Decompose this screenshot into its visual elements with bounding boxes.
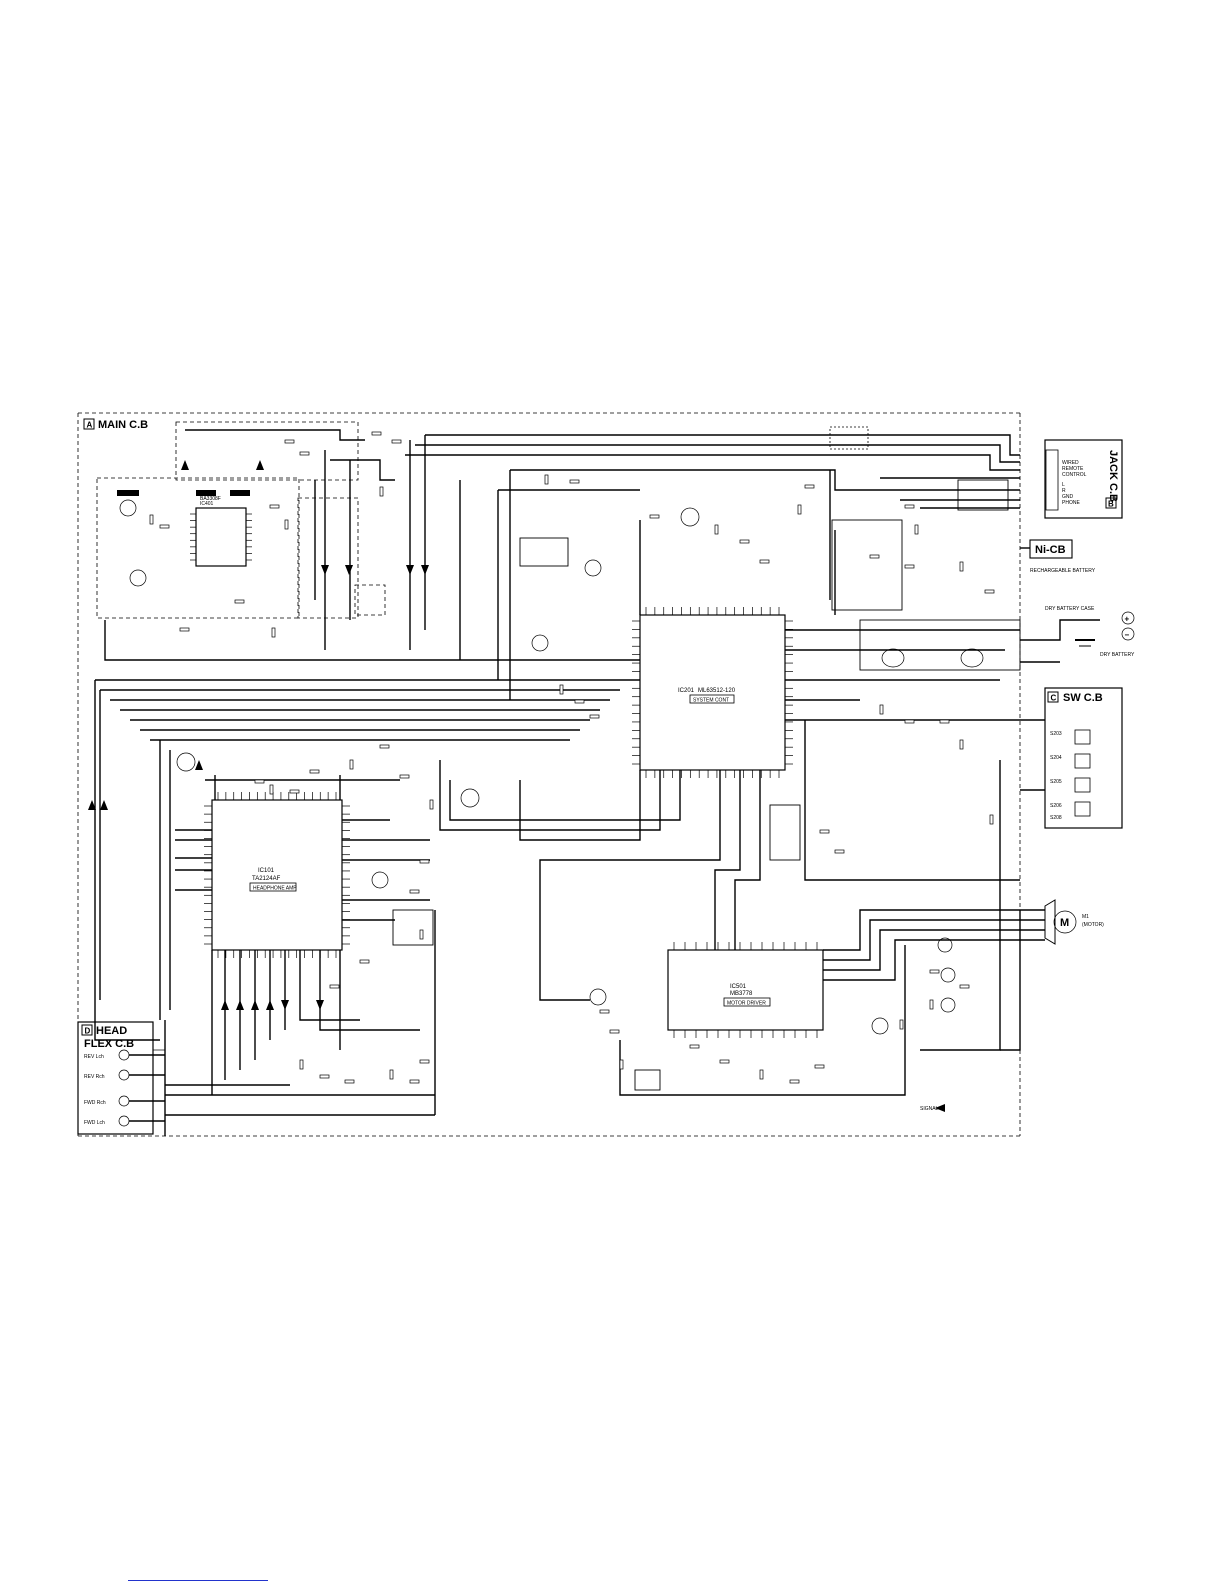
preamp-section [96,421,386,619]
main-board-title: MAIN C.B [98,419,148,431]
jack-pin-5: R [1062,488,1066,494]
main-board-letter: A [87,421,93,430]
ni-board: Ni-CB RECHARGEABLE BATTERY [1020,539,1096,574]
head-port-rev-r: REV Rch [84,1074,105,1080]
battery-caption: DRY BATTERY [1100,652,1135,658]
head-port-rev-l: REV Lch [84,1054,104,1060]
signal-arrows [88,460,945,1112]
ic201-tag: SYSTEM CONT [693,698,729,704]
jack-pin-1: WIRED [1062,460,1079,466]
wiring [94,429,1045,1136]
main-board-label: A MAIN C.B [83,418,148,431]
ic501-tag: MOTOR DRIVER [727,1001,766,1007]
battery-plus: + [1125,615,1130,624]
head-board-subtitle: FLEX C.B [84,1038,134,1050]
motor-caption: (MOTOR) [1082,922,1104,928]
motor-symbol: M [1060,917,1069,929]
signal-label: SIGNAL [920,1106,939,1112]
ic101-ref: IC101 [258,868,275,874]
jack-board-letter: B [1108,500,1114,509]
jack-board: JACK C.B B WIRED REMOTE CONTROL L R GND … [1044,439,1123,519]
ni-board-title: Ni-CB [1035,544,1066,556]
ic101-tag: HEADPHONE AMP [253,886,297,892]
jack-pin-2: REMOTE [1062,466,1084,472]
controller-subblocks [392,426,1021,1091]
sw-item-s203: S203 [1050,731,1062,737]
jack-pin-3: CONTROL [1062,472,1087,478]
sw-item-s208: S208 [1050,815,1062,821]
ic501-part: MB3778 [730,991,753,997]
motor: M M1 (MOTOR) [1000,899,1104,1051]
head-board-title: HEAD [96,1025,127,1037]
ic101-headphone-amp: IC101 TA2124AF HEADPHONE AMP [176,752,389,951]
rechargeable-label: RECHARGEABLE BATTERY [1030,568,1096,574]
sw-board: C SW C.B S203 S204 S205 S206 S208 [1020,687,1123,829]
signal-direction-note: SIGNAL [920,1106,939,1112]
jack-pin-7: PHONE [1062,500,1080,506]
jack-board-title: JACK C.B [1107,450,1119,502]
motor-ref: M1 [1082,914,1089,920]
head-board-letter: D [85,1027,91,1036]
ic101-part: TA2124AF [252,876,281,882]
head-port-fwd-l: FWD Lch [84,1120,105,1126]
sw-item-s206: S206 [1050,803,1062,809]
head-board: D HEAD FLEX C.B REV Lch REV Rch FWD Rch … [77,1021,165,1135]
sw-item-s205: S205 [1050,779,1062,785]
ic401-preamp: IC401 BA3308F [117,490,250,587]
sw-board-letter: C [1051,694,1057,703]
sw-board-title: SW C.B [1063,692,1103,704]
sw-item-s204: S204 [1050,755,1062,761]
jack-pin-6: GND [1062,494,1074,500]
battery-case: DRY BATTERY CASE + − DRY BATTERY [1020,606,1135,663]
head-port-fwd-r: FWD Rch [84,1100,106,1106]
ic401-ref: IC401 [200,501,214,507]
ic501-ref: IC501 [730,984,747,990]
jack-pin-4: L [1062,482,1065,488]
ic201-ref: IC201 [678,688,695,694]
ic201-part: ML63512-120 [698,688,736,694]
ic401-part: BA3308F [200,496,221,502]
footer-rule [128,1580,268,1581]
battery-case-label: DRY BATTERY CASE [1045,606,1095,612]
ic201-system-controller: IC201 ML63512-120 SYSTEM CONT [460,507,786,808]
passive-components [149,431,995,1084]
ic501-motor-driver: IC501 MB3778 MOTOR DRIVER [589,937,956,1035]
battery-minus: − [1125,631,1130,640]
